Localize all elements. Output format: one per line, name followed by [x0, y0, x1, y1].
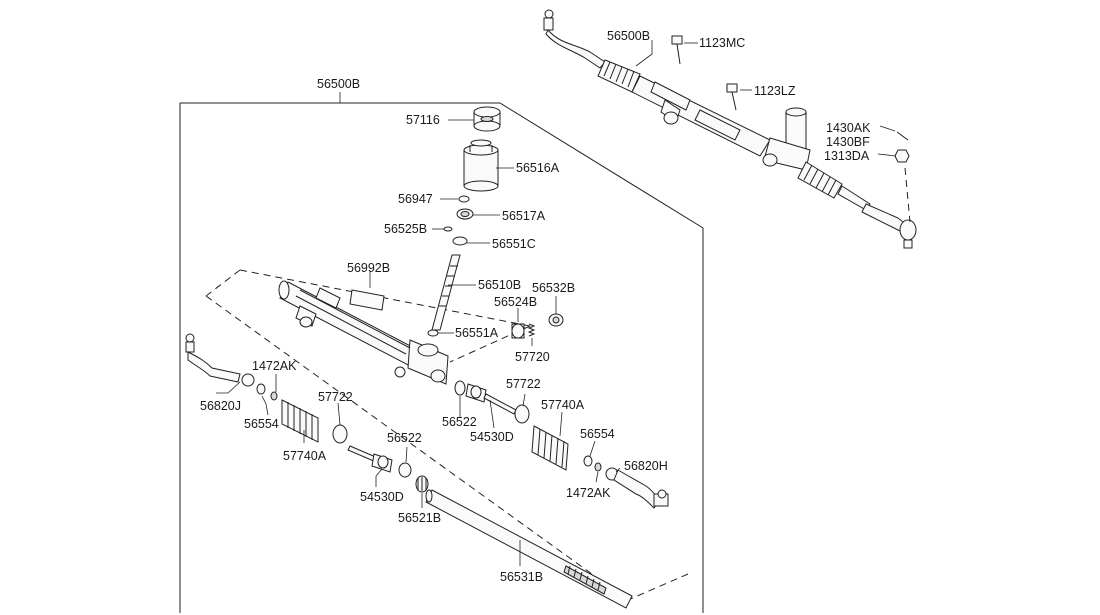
label-56551c: 56551C — [492, 237, 536, 251]
inset-assembly-view — [543, 9, 917, 249]
label-57722-right: 57722 — [506, 377, 541, 391]
label-56516a: 56516A — [516, 161, 560, 175]
rack-envelope — [205, 269, 689, 601]
label-56947: 56947 — [398, 192, 433, 206]
label-57722-left: 57722 — [318, 390, 353, 404]
label-56525b: 56525B — [384, 222, 427, 236]
label-56517a: 56517A — [502, 209, 546, 223]
label-56532b: 56532B — [532, 281, 575, 295]
label-1313da: 1313DA — [824, 149, 870, 163]
label-56551a: 56551A — [455, 326, 499, 340]
label-56522-right: 56522 — [442, 415, 477, 429]
label-56531b: 56531B — [500, 570, 543, 584]
label-57720: 57720 — [515, 350, 550, 364]
label-1472ak-left: 1472AK — [252, 359, 297, 373]
label-56522-left: 56522 — [387, 431, 422, 445]
left-side-parts — [185, 333, 633, 609]
label-1472ak-right: 1472AK — [566, 486, 611, 500]
label-57116: 57116 — [406, 113, 440, 127]
part-labels: 56500B 56500B 1123MC 1123LZ 1430AK 1430B… — [200, 29, 871, 584]
rack-housing — [278, 272, 449, 385]
label-assembly-inset: 56500B — [607, 29, 650, 43]
label-56554-left: 56554 — [244, 417, 279, 431]
label-56521b: 56521B — [398, 511, 441, 525]
label-57740a-right: 57740A — [541, 398, 585, 412]
label-54530d-right: 54530D — [470, 430, 514, 444]
label-assembly-main: 56500B — [317, 77, 360, 91]
right-side-parts — [454, 380, 669, 509]
label-57740a-left: 57740A — [283, 449, 327, 463]
label-56992b: 56992B — [347, 261, 390, 275]
pinion-stack — [427, 106, 564, 346]
label-56820h: 56820H — [624, 459, 668, 473]
label-1430ak: 1430AK — [826, 121, 871, 135]
label-56554-right: 56554 — [580, 427, 615, 441]
label-54530d-left: 54530D — [360, 490, 404, 504]
label-56820j: 56820J — [200, 399, 241, 413]
exploded-view-frame — [179, 92, 704, 613]
label-1123mc: 1123MC — [699, 36, 745, 50]
label-1430bf: 1430BF — [826, 135, 870, 149]
label-56524b: 56524B — [494, 295, 537, 309]
label-1123lz: 1123LZ — [754, 84, 796, 98]
label-56510b: 56510B — [478, 278, 521, 292]
